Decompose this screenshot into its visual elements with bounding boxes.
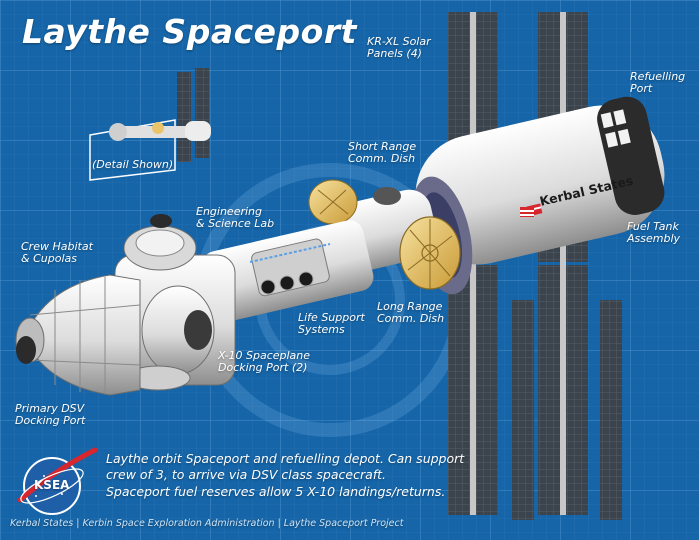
page-title: Laythe Spaceport (22, 12, 357, 51)
project-description: Laythe orbit Spaceport and refuelling de… (106, 451, 465, 499)
label-crew-habitat: Crew Habitat & Cupolas (21, 240, 93, 266)
science-lab-module (202, 220, 374, 322)
label-long-range-dish: Long Range Comm. Dish (377, 300, 445, 326)
label-fuel-tank: Fuel Tank Assembly (627, 220, 681, 246)
label-primary-dsv-port: Primary DSV Docking Port (15, 402, 86, 428)
label-solar-panels: KR-XL Solar Panels (4) (367, 35, 431, 61)
label-short-range-dish: Short Range Comm. Dish (348, 140, 417, 166)
label-detail-shown: (Detail Shown) (92, 158, 174, 171)
label-life-support: Life Support Systems (298, 311, 365, 337)
label-refuelling-port: Refuelling Port (630, 70, 686, 96)
ksea-logo (17, 447, 98, 515)
short-range-dish (308, 179, 358, 225)
primary-dsv-module (15, 274, 141, 396)
long-range-dish (399, 216, 461, 290)
label-spaceplane-port: X-10 Spaceplane Docking Port (2) (218, 349, 311, 375)
crew-habitat (108, 214, 236, 391)
label-engineering-lab: Engineering & Science Lab (196, 205, 275, 231)
kerbal-states-flag-icon (520, 207, 534, 217)
footer-credit: Kerbal States | Kerbin Space Exploration… (10, 518, 404, 529)
ksea-logo-text: KSEA (34, 478, 70, 492)
detail-inset (89, 68, 211, 181)
